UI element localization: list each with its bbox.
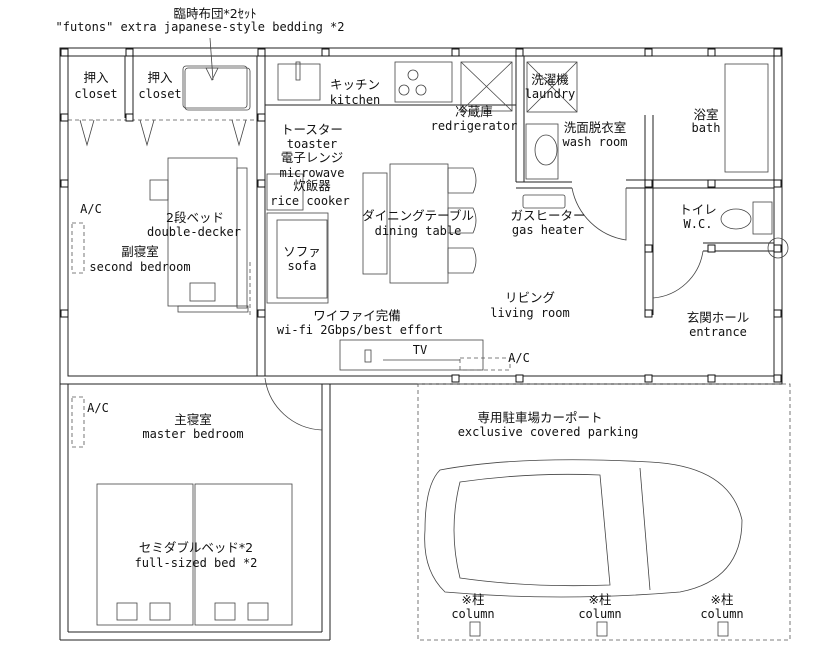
column-3-en: column xyxy=(700,607,743,621)
washroom-en: wash room xyxy=(562,135,627,149)
closet1-en: closet xyxy=(74,87,117,101)
closet1-jp: 押入 xyxy=(83,70,109,85)
dining-jp: ダイニングテーブル xyxy=(362,208,474,223)
master-bedroom-jp: 主寝室 xyxy=(174,412,212,427)
bunk-bed-en: double-decker xyxy=(147,225,241,239)
bath-jp: 浴室 xyxy=(693,107,718,122)
sofa-en: sofa xyxy=(288,259,317,273)
column-1-en: column xyxy=(451,607,494,621)
ac-label-second: A/C xyxy=(80,202,102,216)
bunk-bed-jp: 2段ベッド xyxy=(166,210,224,225)
washroom-jp: 洗面脱衣室 xyxy=(564,120,627,135)
bath-en: bath xyxy=(692,121,721,135)
laundry-en: laundry xyxy=(525,87,576,101)
microwave-en: microwave xyxy=(279,166,344,180)
wifi-en: wi-fi 2Gbps/best effort xyxy=(277,323,443,337)
second-bedroom-en: second bedroom xyxy=(89,260,190,274)
living-en: living room xyxy=(490,306,569,320)
entrance-jp: 玄関ホール xyxy=(687,310,750,325)
kitchen-en: kitchen xyxy=(330,93,381,107)
column-3-jp: ※柱 xyxy=(711,592,734,607)
rice-cooker-en: rice cooker xyxy=(270,194,349,208)
fridge-jp: 冷蔵庫 xyxy=(455,104,493,119)
living-jp: リビング xyxy=(505,290,555,305)
tv-label: TV xyxy=(413,343,427,357)
column-2-jp: ※柱 xyxy=(589,592,612,607)
entrance-en: entrance xyxy=(689,325,747,339)
wall-columns xyxy=(60,48,789,383)
futon-label-jp: 臨時布団*2ｾｯﾄ xyxy=(174,6,257,21)
sofa-jp: ソファ xyxy=(283,244,321,259)
master-bedroom-en: master bedroom xyxy=(142,427,243,441)
furniture xyxy=(71,37,773,637)
kitchen-jp: キッチン xyxy=(330,77,380,92)
parking-en: exclusive covered parking xyxy=(458,425,639,439)
column-2-en: column xyxy=(578,607,621,621)
closet2-en: closet xyxy=(138,87,181,101)
laundry-jp: 洗濯機 xyxy=(531,72,569,87)
ac-label-living: A/C xyxy=(508,351,530,365)
fridge-en: redrigerator xyxy=(431,119,518,133)
futon-label-en: "futons" extra japanese-style bedding *2 xyxy=(56,20,345,34)
gas-heater-en: gas heater xyxy=(512,223,584,237)
bed-jp: セミダブルベッド*2 xyxy=(139,540,253,555)
microwave-jp: 電子レンジ xyxy=(281,150,344,165)
gas-heater-jp: ガスヒーター xyxy=(510,208,585,223)
closet2-jp: 押入 xyxy=(147,70,173,85)
rice-cooker-jp: 炊飯器 xyxy=(293,178,331,193)
toaster-en: toaster xyxy=(287,137,338,151)
ac-label-master: A/C xyxy=(87,401,109,415)
second-bedroom-jp: 副寝室 xyxy=(121,244,159,259)
wifi-jp: ワイファイ完備 xyxy=(313,308,401,323)
car xyxy=(424,459,743,598)
wc-en: W.C. xyxy=(684,217,713,231)
parking-jp: 専用駐車場カーポート xyxy=(477,410,602,425)
toaster-jp: トースター xyxy=(281,122,343,137)
column-1-jp: ※柱 xyxy=(462,592,485,607)
bed-en: full-sized bed *2 xyxy=(135,556,258,570)
dining-en: dining table xyxy=(375,224,462,238)
wc-jp: トイレ xyxy=(679,202,717,217)
